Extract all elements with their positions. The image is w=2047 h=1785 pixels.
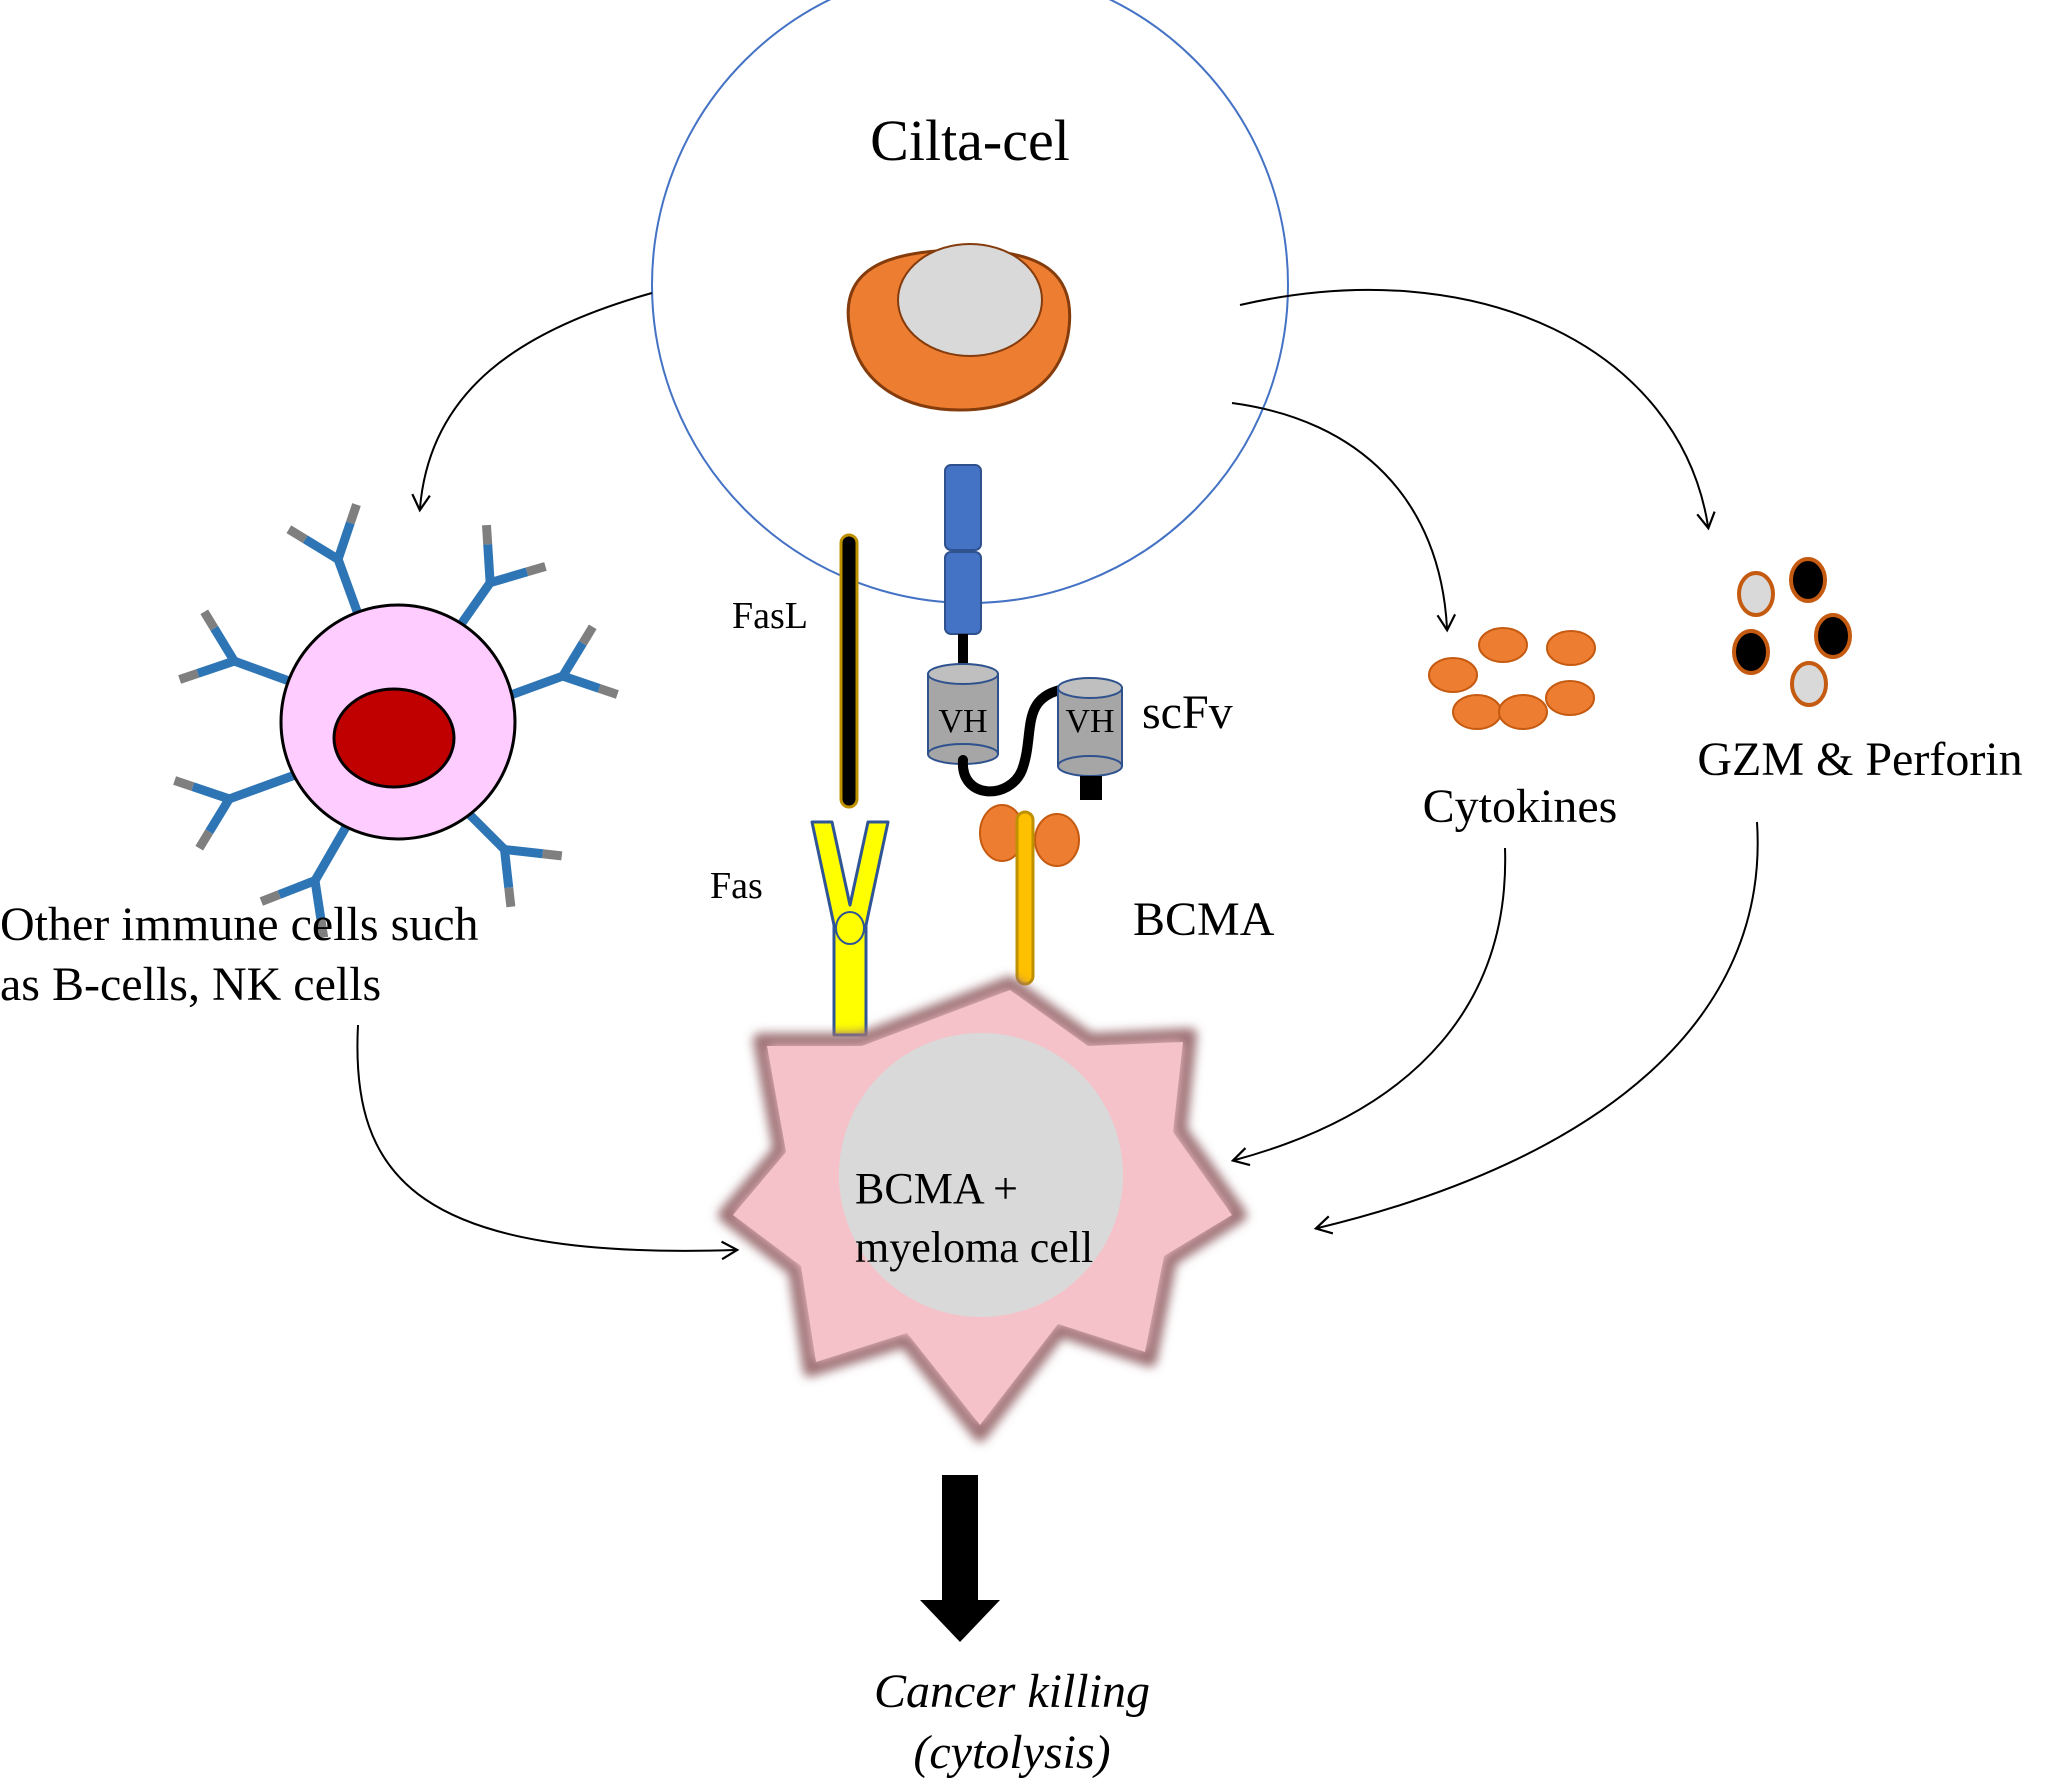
bcma-receptor-icon bbox=[979, 804, 1080, 986]
gzm-perforin-icon bbox=[1732, 557, 1852, 707]
gzm-perforin-label: GZM & Perforin bbox=[1697, 733, 2022, 786]
vh-left-label: VH bbox=[938, 703, 987, 740]
cytokines-icon bbox=[1428, 627, 1596, 730]
car-receptor-icon bbox=[927, 464, 1123, 800]
fas-receptor-icon bbox=[810, 820, 890, 1037]
other-immune-cells-label-line1: Other immune cells such bbox=[0, 898, 479, 951]
immune-cell-icon bbox=[173, 503, 619, 939]
bcma-label: BCMA bbox=[1133, 893, 1275, 946]
cilta-cel-cell-icon bbox=[651, 0, 1289, 604]
myeloma-label-line1: BCMA + bbox=[855, 1164, 1018, 1213]
fasl-label: FasL bbox=[732, 595, 808, 637]
cytokines-label: Cytokines bbox=[1423, 780, 1618, 833]
outcome-label-line2: (cytolysis) bbox=[913, 1726, 1110, 1779]
thick-down-arrow-icon bbox=[920, 1475, 1000, 1642]
fas-label: Fas bbox=[710, 865, 763, 907]
arrow-to-immune-cells bbox=[411, 292, 653, 513]
fasl-icon bbox=[839, 533, 859, 809]
arrow-to-cytokines bbox=[1231, 402, 1457, 633]
arrow-immune-to-myeloma bbox=[356, 1024, 740, 1261]
cilta-cel-label: Cilta-cel bbox=[870, 108, 1070, 173]
other-immune-cells-label-line2: as B-cells, NK cells bbox=[0, 958, 381, 1011]
t-cell-nucleus bbox=[897, 243, 1043, 357]
myeloma-cell-icon bbox=[718, 976, 1247, 1442]
vh-right-label: VH bbox=[1065, 703, 1114, 740]
scfv-label: scFv bbox=[1142, 686, 1233, 739]
myeloma-label-line2: myeloma cell bbox=[855, 1223, 1093, 1272]
outcome-label-line1: Cancer killing bbox=[874, 1665, 1150, 1718]
arrow-gzm-to-myeloma bbox=[1313, 821, 1759, 1235]
arrow-cytokines-to-myeloma bbox=[1230, 847, 1507, 1167]
flow-arrows bbox=[356, 288, 1759, 1261]
arrow-to-gzm-perforin bbox=[1239, 288, 1716, 531]
